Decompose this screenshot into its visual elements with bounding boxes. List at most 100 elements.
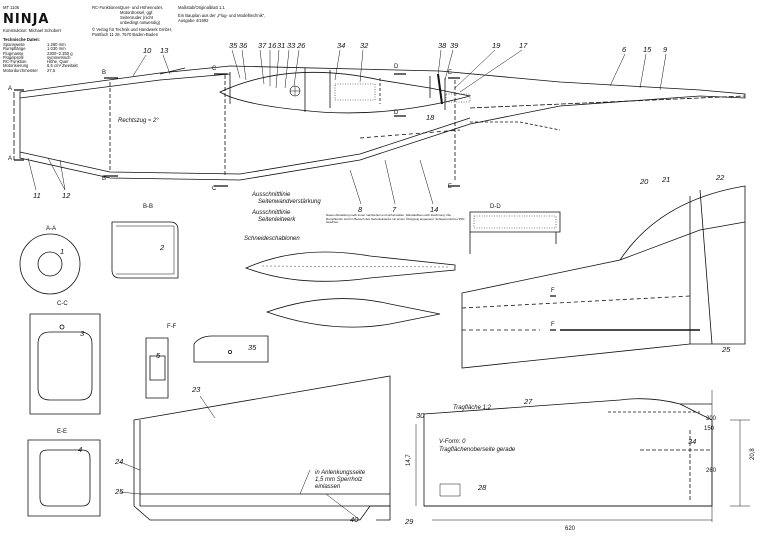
svg-text:F: F (551, 288, 555, 294)
svg-text:5: 5 (156, 351, 161, 360)
rc-label: RC-Funktionen: (92, 5, 122, 10)
dd-note: Nasen-Abstellung nach innen nachsehen un… (326, 214, 465, 225)
section-bb (111, 221, 179, 279)
section-cc-label: C-C (57, 301, 68, 307)
svg-text:18: 18 (426, 113, 435, 122)
svg-text:25: 25 (721, 345, 731, 354)
cutout-notes: Ausschnittlinie Seitenwandverstärkung Au… (251, 192, 321, 223)
svg-text:15: 15 (643, 45, 652, 54)
svg-text:V-Form: 0: V-Form: 0 (439, 439, 466, 445)
svg-text:Tragfläche 1:2: Tragfläche 1:2 (453, 405, 492, 411)
svg-text:12: 12 (62, 191, 71, 200)
svg-text:35: 35 (229, 41, 238, 50)
svg-text:B: B (102, 70, 106, 76)
rc-functions: Quer- und Höhenruder, Motordrossel, ggf.… (120, 5, 164, 25)
svg-text:Tragflächenoberseite gerade: Tragflächenoberseite gerade (439, 447, 516, 453)
publisher: © Verlag für Technik und Handwerk GmbH, … (92, 27, 173, 37)
svg-text:28: 28 (477, 483, 487, 492)
svg-text:einlassen: einlassen (315, 484, 341, 490)
svg-text:Ausschnittlinie: Ausschnittlinie (251, 192, 291, 198)
svg-text:26: 26 (296, 41, 306, 50)
thrust-note: Rechtszug ≈ 2° (118, 118, 159, 124)
section-ee (27, 439, 101, 517)
wing-labels: Tragfläche 1:2 V-Form: 0 Tragflächenober… (404, 397, 756, 532)
svg-text:620: 620 (565, 526, 576, 532)
wing-plan (415, 390, 750, 522)
plan-title: NINJA (3, 12, 50, 27)
leader-lines (27, 49, 667, 205)
svg-text:34: 34 (337, 41, 345, 50)
templates-label: Schneideschablonen (244, 236, 300, 242)
svg-text:8: 8 (358, 205, 363, 214)
svg-text:24: 24 (114, 457, 123, 466)
section-bb-label: B-B (143, 204, 153, 210)
svg-text:13: 13 (160, 46, 169, 55)
svg-text:260: 260 (706, 468, 717, 474)
svg-text:30: 30 (416, 411, 425, 420)
svg-text:F: F (551, 322, 555, 328)
svg-text:E: E (448, 184, 452, 190)
part-35 (193, 335, 269, 363)
svg-text:9: 9 (663, 45, 668, 54)
svg-text:38: 38 (438, 41, 447, 50)
svg-text:A: A (8, 86, 12, 92)
svg-text:14,7: 14,7 (406, 454, 412, 466)
svg-text:E: E (448, 70, 452, 76)
svg-text:Ausschnittlinie: Ausschnittlinie (251, 210, 291, 216)
section-aa (19, 233, 81, 295)
svg-text:11: 11 (33, 191, 41, 200)
svg-text:27: 27 (523, 397, 533, 406)
svg-text:21: 21 (661, 175, 670, 184)
svg-text:A: A (8, 156, 12, 162)
svg-text:32: 32 (360, 41, 369, 50)
svg-text:19: 19 (492, 41, 501, 50)
svg-text:33: 33 (287, 41, 296, 50)
svg-text:22: 22 (715, 173, 725, 182)
svg-text:150: 150 (704, 426, 715, 432)
section-aa-label: A-A (46, 226, 56, 232)
section-ff (145, 337, 169, 399)
constructor-credit: Konstruktion: Michael Schobert (3, 28, 61, 33)
svg-text:in Anlenkungsseite: in Anlenkungsseite (315, 470, 366, 476)
svg-text:C: C (212, 66, 217, 72)
svg-text:17: 17 (519, 41, 528, 50)
svg-text:10: 10 (143, 46, 152, 55)
section-ee-label: E-E (57, 429, 67, 435)
source-note: Ein Bauplan aus der „Flug- und Modelltec… (178, 13, 266, 23)
svg-text:31: 31 (277, 41, 285, 50)
svg-text:1,5 mm Sperrholz: 1,5 mm Sperrholz (315, 477, 362, 483)
svg-text:39: 39 (450, 41, 459, 50)
svg-text:35: 35 (248, 343, 257, 352)
svg-text:40: 40 (350, 515, 359, 524)
scale-note: Maßstab/Originalblatt 1:1 (178, 5, 225, 10)
section-cc (29, 313, 101, 415)
section-dd-label: D-D (490, 204, 501, 210)
svg-text:34: 34 (688, 437, 696, 446)
tech-heading: Technische Daten: (3, 37, 40, 42)
svg-text:7: 7 (392, 205, 397, 214)
fin-plate-numbers: 23 24 25 40 in Anlenkungsseite 1,5 mm Sp… (114, 385, 366, 524)
svg-text:3: 3 (80, 329, 85, 338)
svg-text:2: 2 (159, 243, 165, 252)
fin-numbers: 20 21 22 25 F F (551, 173, 731, 354)
template-2 (265, 298, 441, 328)
section-ff-label: F-F (167, 324, 177, 330)
svg-text:D: D (394, 110, 399, 116)
section-dd (469, 211, 561, 233)
fuselage-part-numbers: 10 13 35 36 37 16 31 33 26 34 32 38 39 1… (33, 41, 668, 214)
svg-text:B: B (102, 176, 106, 182)
svg-text:14: 14 (430, 205, 438, 214)
plan-code: MT 1105 (3, 5, 20, 10)
template-1 (244, 251, 456, 282)
svg-text:D: D (394, 64, 399, 70)
svg-text:Seitenleitwerk: Seitenleitwerk (258, 217, 296, 223)
rear-fuselage-fin (461, 185, 746, 369)
fin-plate (133, 375, 391, 521)
svg-text:6: 6 (622, 45, 627, 54)
